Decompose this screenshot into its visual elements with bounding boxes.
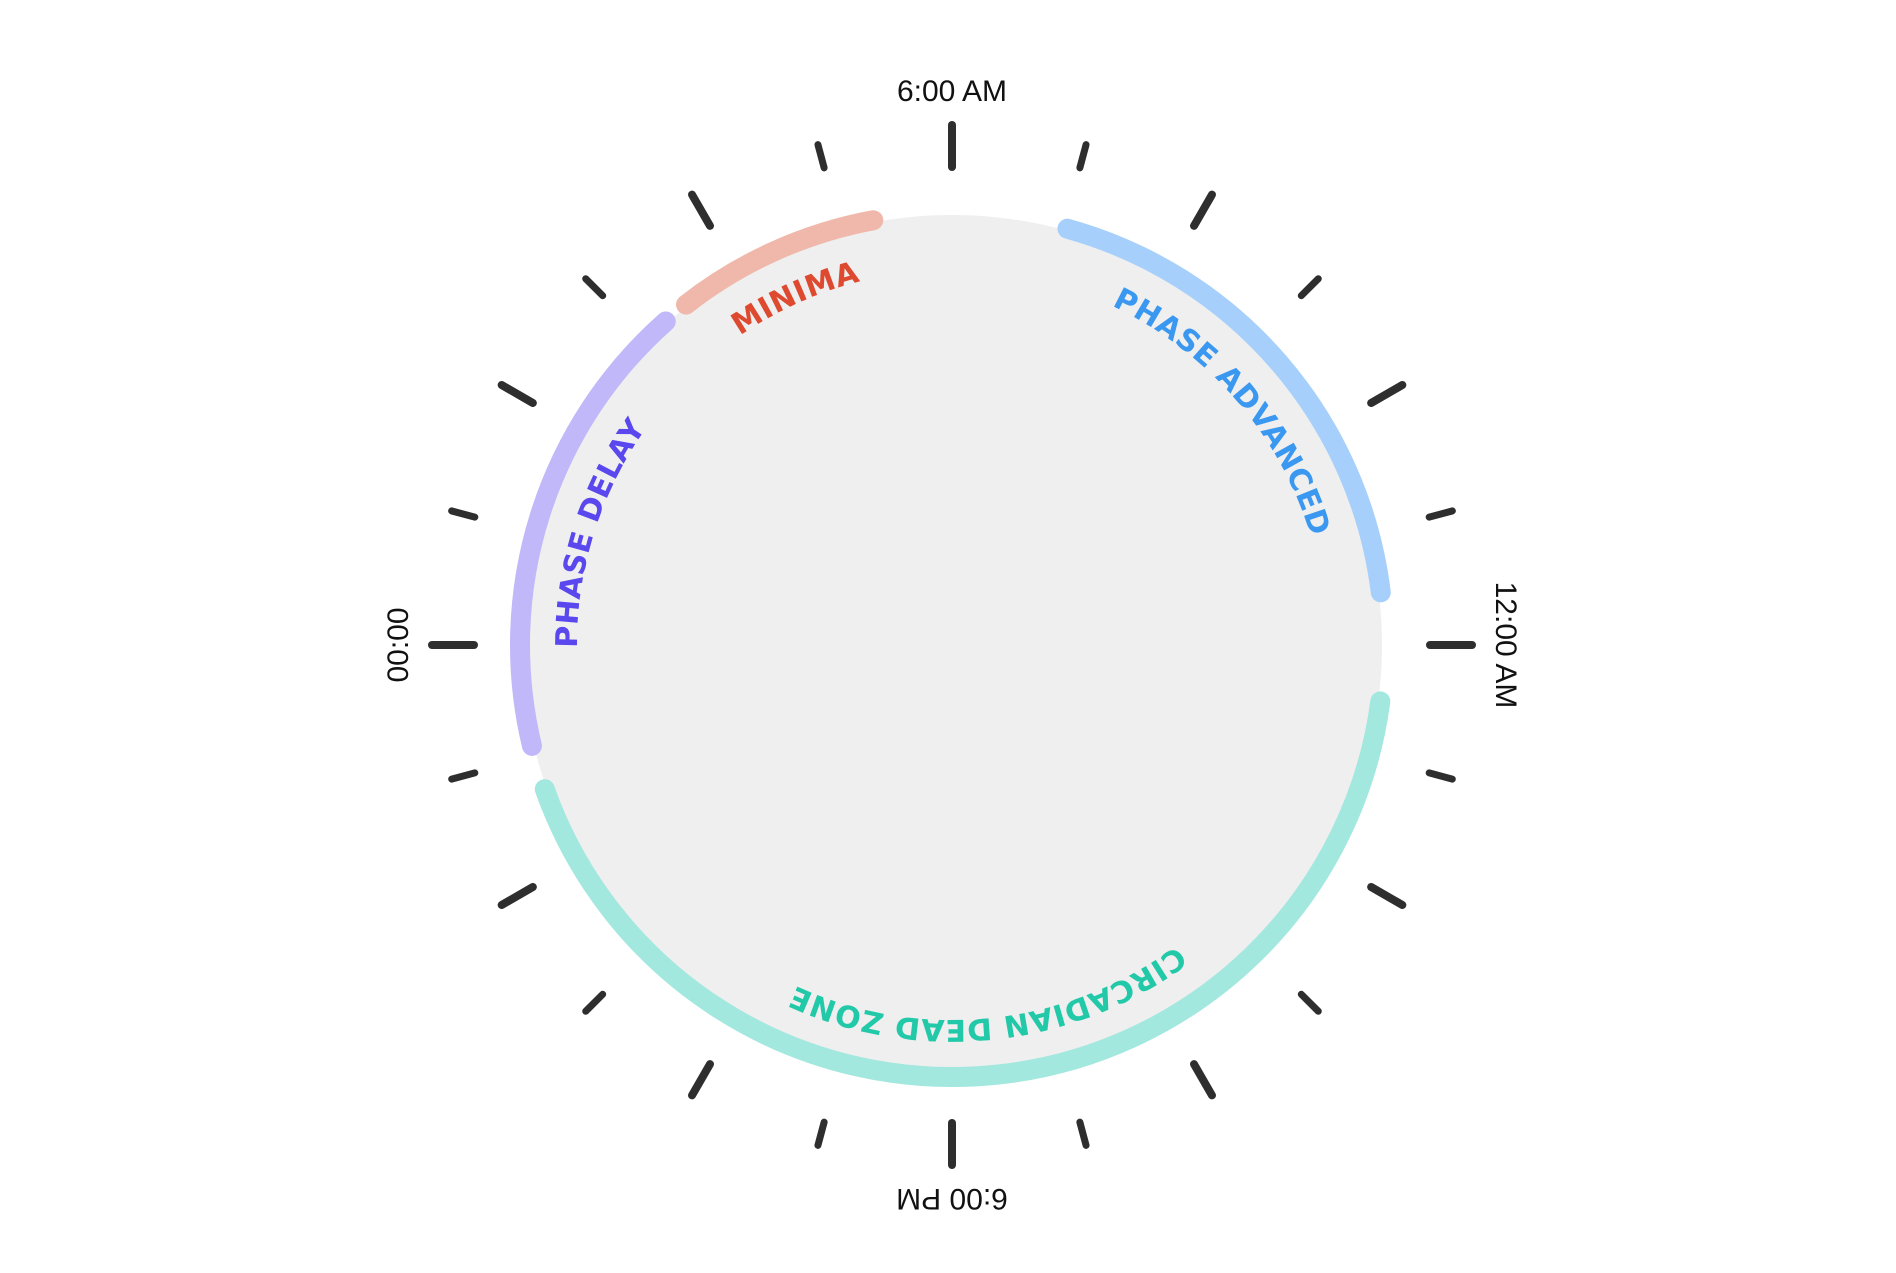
phase-advanced-arc: [1057, 218, 1391, 603]
tick-mark: [1076, 1118, 1090, 1149]
phase-segments: [510, 210, 1391, 1087]
tick-mark: [582, 990, 607, 1015]
tick-mark: [497, 883, 537, 909]
minima-arc: [676, 210, 884, 315]
time-label: 00:00: [382, 607, 415, 682]
phase-delay-arc: [510, 311, 676, 756]
tick-mark: [497, 381, 537, 407]
tick-mark: [688, 1060, 714, 1100]
time-labels: 6:00 AM 12:00 AM 6:00 PM 00:00: [382, 75, 1522, 1215]
tick-mark: [1367, 381, 1407, 407]
time-label: 6:00 PM: [896, 1182, 1008, 1215]
tick-mark: [448, 769, 479, 783]
tick-mark: [448, 507, 479, 521]
circadian-dead-zone-arc: [534, 691, 1391, 1087]
tick-mark: [688, 190, 714, 230]
tick-mark: [814, 141, 828, 172]
tick-mark: [582, 275, 607, 300]
tick-mark: [1190, 190, 1216, 230]
tick-mark: [1367, 883, 1407, 909]
tick-mark: [1076, 141, 1090, 172]
tick-mark: [814, 1118, 828, 1149]
clock-face: [522, 215, 1382, 1075]
time-label: 6:00 AM: [897, 75, 1007, 108]
clock-face-disc: [522, 215, 1382, 1075]
tick-mark: [1297, 990, 1322, 1015]
tick-mark: [1190, 1060, 1216, 1100]
tick-mark: [1297, 275, 1322, 300]
time-label: 12:00 AM: [1489, 582, 1522, 709]
tick-marks: [428, 121, 1476, 1169]
tick-mark: [1425, 769, 1456, 783]
tick-mark: [1425, 507, 1456, 521]
